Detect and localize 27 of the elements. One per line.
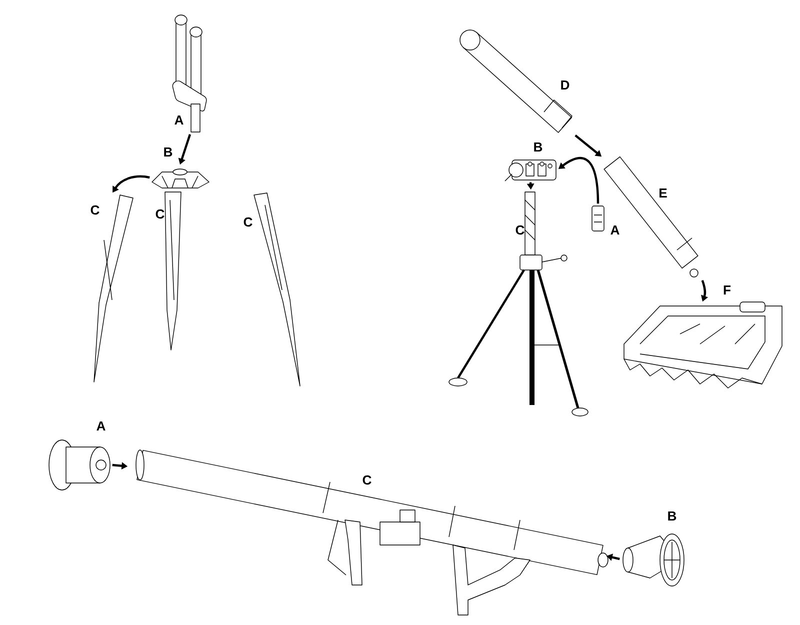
- node-label: A: [174, 116, 184, 124]
- part-drawing: [164, 192, 182, 350]
- part-letter: A: [96, 422, 106, 430]
- part-drawing: [622, 534, 684, 586]
- part-drawing: [136, 450, 608, 616]
- part-drawing: [152, 168, 210, 188]
- part-drawing: [592, 206, 604, 232]
- part-letter: C: [156, 209, 164, 219]
- part-letter: B: [668, 512, 676, 520]
- part-letter: C: [362, 475, 372, 485]
- part-drawing: A: [172, 14, 207, 132]
- part-drawing: [254, 192, 300, 386]
- part-letter: F: [724, 286, 730, 294]
- part-letter: A: [610, 226, 620, 234]
- node-label: C: [516, 225, 524, 235]
- part-drawing: [604, 156, 698, 278]
- part-letter: B: [164, 148, 172, 156]
- part-letter: C: [244, 217, 252, 227]
- part-drawing: [460, 30, 572, 133]
- part-letter: C: [90, 205, 100, 215]
- part-letter: E: [660, 188, 667, 198]
- part-letter: D: [561, 80, 570, 90]
- part-letter: B: [534, 142, 542, 152]
- part-drawing: [504, 160, 556, 182]
- part-drawing: [624, 302, 782, 388]
- part-drawing: [48, 440, 110, 490]
- part-drawing: C: [448, 192, 588, 416]
